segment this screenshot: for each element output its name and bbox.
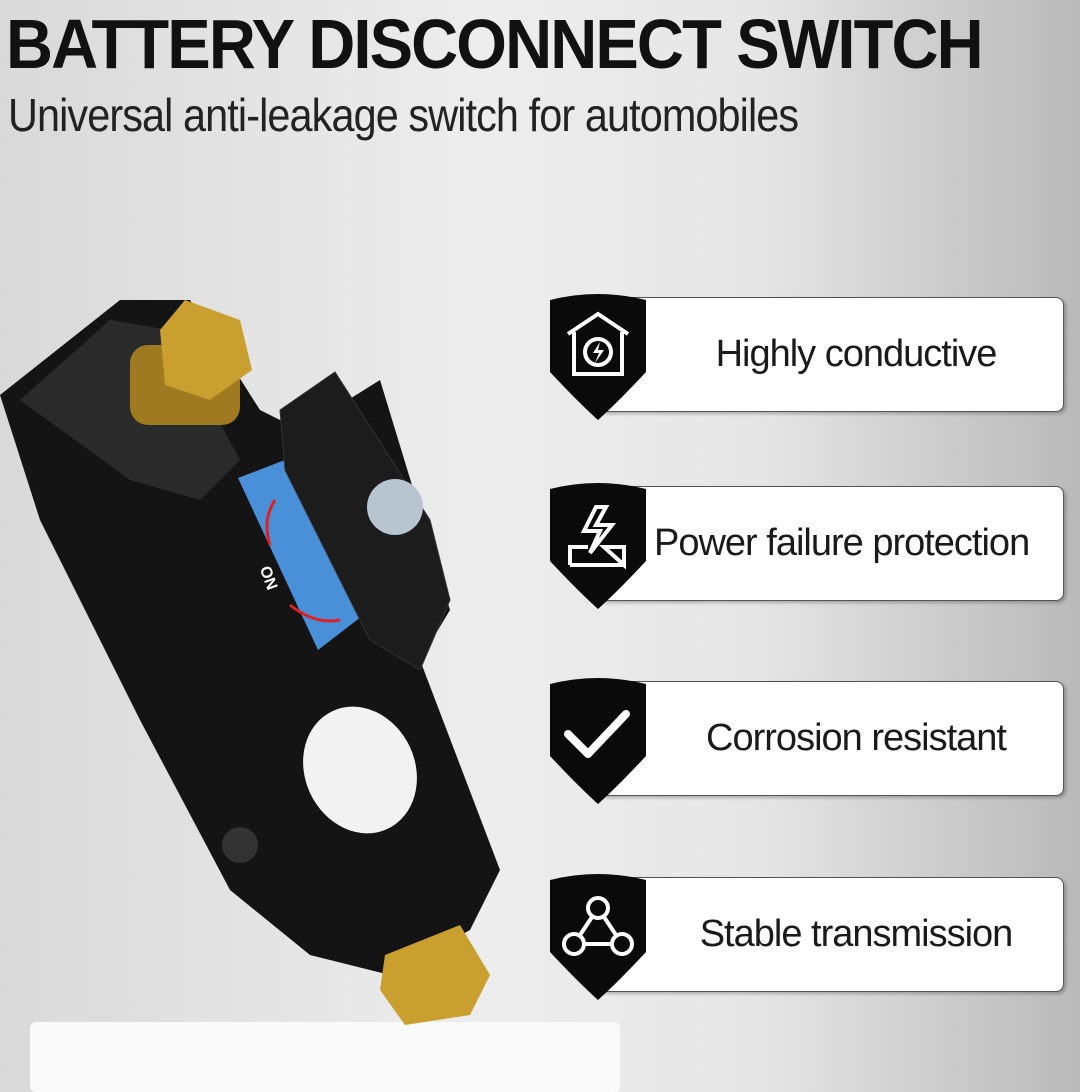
checkmark-icon <box>550 678 646 804</box>
feature-card <box>598 877 1064 992</box>
feature-power-failure-protection: Power failure protection <box>548 481 1068 609</box>
switch-plate: ON <box>238 458 370 650</box>
feature-card <box>598 681 1064 796</box>
screw-icon <box>367 479 423 535</box>
lightning-ground-icon <box>550 483 646 609</box>
network-nodes-icon <box>550 874 646 1000</box>
feature-label: Stable transmission <box>699 913 1014 955</box>
feature-label: Power failure protection <box>654 522 1030 564</box>
feature-card <box>598 297 1064 412</box>
top-bolt <box>130 300 252 425</box>
house-lightning-icon <box>550 294 646 420</box>
feature-stable-transmission: Stable transmission <box>548 872 1068 1000</box>
page-subtitle: Universal anti-leakage switch for automo… <box>8 89 799 141</box>
page-title: BATTERY DISCONNECT SWITCH <box>6 5 984 83</box>
battery-switch-product-image: ON <box>0 300 500 1025</box>
feature-card <box>598 486 1064 601</box>
bottom-nut <box>380 925 490 1025</box>
feature-label: Highly conductive <box>715 333 998 375</box>
feature-label: Corrosion resistant <box>706 717 1007 759</box>
feature-corrosion-resistant: Corrosion resistant <box>548 676 1068 804</box>
feature-highly-conductive: Highly conductive <box>548 292 1068 420</box>
